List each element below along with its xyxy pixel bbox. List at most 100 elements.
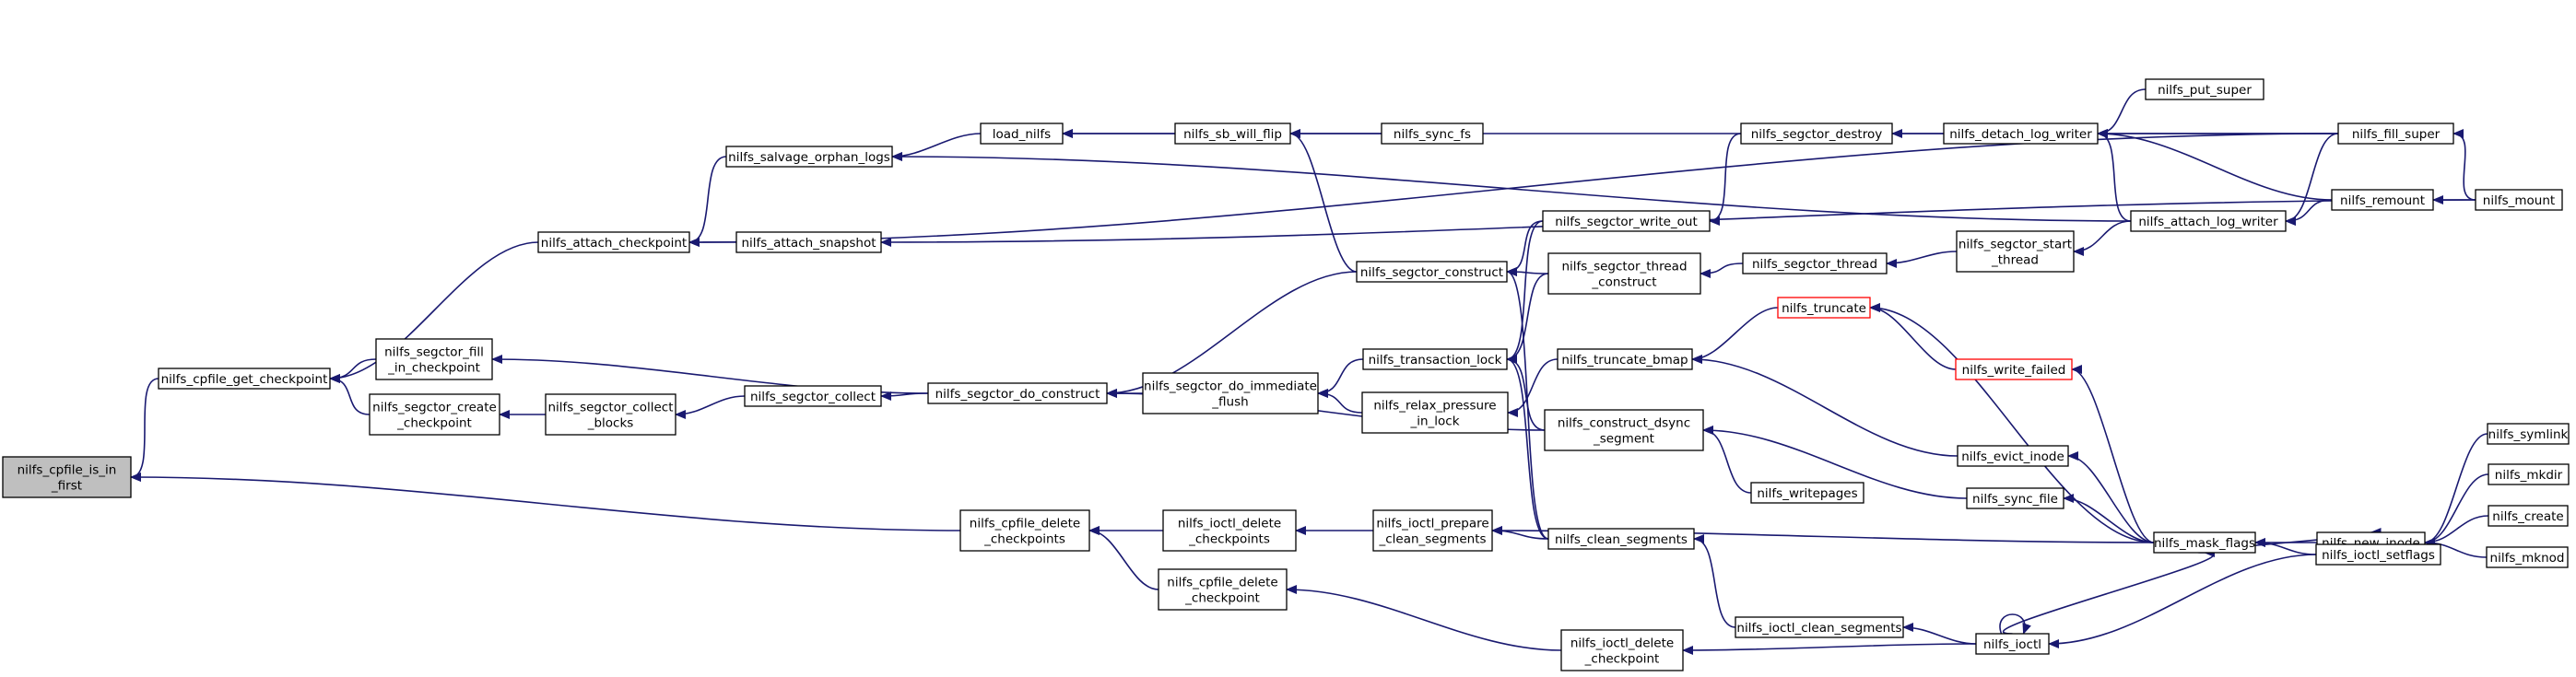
node-ioctl[interactable]: nilfs_ioctl	[1975, 633, 2050, 655]
node-label: nilfs_fill_super	[2352, 127, 2441, 142]
node-label: nilfs_mknod	[2490, 551, 2565, 566]
node-label: nilfs_segctor_write_out	[1555, 215, 1698, 229]
node-detach-log-writer[interactable]: nilfs_detach_log_writer	[1943, 123, 2099, 145]
node-relax-pressure-in-lock[interactable]: nilfs_relax_pressure_in_lock	[1361, 391, 1509, 434]
node-cpfile-delete-checkpoint[interactable]: nilfs_cpfile_delete_checkpoint	[1158, 568, 1288, 611]
node-mount[interactable]: nilfs_mount	[2475, 189, 2563, 211]
node-box	[725, 146, 893, 168]
node-ioctl-delete-checkpoints[interactable]: nilfs_ioctl_delete_checkpoints	[1162, 509, 1297, 552]
node-segctor-create-checkpoint[interactable]: nilfs_segctor_create_checkpoint	[369, 393, 500, 436]
node-segctor-collect[interactable]: nilfs_segctor_collect	[744, 385, 882, 407]
node-segctor-thread-construct[interactable]: nilfs_segctor_thread_construct	[1547, 252, 1701, 295]
node-label: load_nilfs	[993, 127, 1051, 142]
node-label: nilfs_segctor_start	[1958, 238, 2072, 252]
node-box	[735, 231, 882, 253]
node-segctor-do-construct[interactable]: nilfs_segctor_do_construct	[927, 382, 1108, 404]
node-mask-flags[interactable]: nilfs_mask_flags	[2153, 531, 2256, 554]
node-load-nilfs[interactable]: load_nilfs	[980, 123, 1064, 145]
node-construct-dsync-segment[interactable]: nilfs_construct_dsync_segment	[1544, 409, 1704, 451]
node-put-super[interactable]: nilfs_put_super	[2145, 78, 2264, 100]
edge-segctor-write-out-to-transaction-lock	[1506, 220, 1544, 364]
edge-mount-to-fill-super	[2452, 129, 2476, 201]
node-label: nilfs_cpfile_delete	[1167, 576, 1277, 590]
edge-relax-pressure-in-lock-to-segctor-do-immediate-flush	[1317, 389, 1363, 414]
edge-clean-segments-to-transaction-lock	[1506, 355, 1549, 540]
node-box	[2145, 78, 2264, 100]
node-label: nilfs_sync_fs	[1394, 127, 1471, 142]
node-ioctl-prepare-clean-segments[interactable]: nilfs_ioctl_prepare_clean_segments	[1372, 509, 1493, 552]
node-label: nilfs_ioctl_delete	[1570, 636, 1674, 651]
node-box	[375, 338, 493, 380]
node-write-failed[interactable]: nilfs_write_failed	[1955, 358, 2073, 380]
edge-segctor-create-checkpoint-to-cpfile-get-checkpoint	[329, 374, 371, 415]
node-attach-snapshot[interactable]: nilfs_attach_snapshot	[735, 231, 882, 253]
node-box	[1975, 633, 2050, 655]
node-ioctl-delete-checkpoint[interactable]: nilfs_ioctl_delete_checkpoint	[1560, 629, 1684, 671]
edge-segctor-construct-to-segctor-do-construct	[1106, 271, 1358, 398]
node-evict-inode[interactable]: nilfs_evict_inode	[1957, 445, 2069, 467]
node-transaction-lock[interactable]: nilfs_transaction_lock	[1362, 348, 1508, 370]
node-box	[2130, 210, 2287, 232]
edge-symlink-to-new-inode	[2424, 433, 2488, 547]
node-truncate-bmap[interactable]: nilfs_truncate_bmap	[1557, 348, 1693, 370]
node-clean-segments[interactable]: nilfs_clean_segments	[1547, 528, 1695, 550]
node-attach-checkpoint[interactable]: nilfs_attach_checkpoint	[537, 231, 690, 253]
node-box	[959, 509, 1090, 552]
node-mkdir[interactable]: nilfs_mkdir	[2488, 463, 2570, 485]
node-salvage-orphan-logs[interactable]: nilfs_salvage_orphan_logs	[725, 146, 893, 168]
node-cpfile-get-checkpoint[interactable]: nilfs_cpfile_get_checkpoint	[158, 368, 331, 390]
node-mknod[interactable]: nilfs_mknod	[2486, 546, 2569, 568]
node-segctor-destroy[interactable]: nilfs_segctor_destroy	[1740, 123, 1893, 145]
edge-segctor-collect-to-segctor-collect-blocks	[675, 395, 746, 419]
node-box	[1557, 348, 1693, 370]
node-cpfile-delete-checkpoints[interactable]: nilfs_cpfile_delete_checkpoints	[959, 509, 1090, 552]
node-label: _in_checkpoint	[387, 361, 480, 376]
edge-segctor-do-construct-to-segctor-collect	[880, 391, 929, 401]
edge-salvage-orphan-logs-to-attach-checkpoint	[688, 156, 727, 247]
node-create[interactable]: nilfs_create	[2488, 505, 2569, 527]
node-cpfile-is-in-first[interactable]: nilfs_cpfile_is_in_first	[2, 456, 132, 498]
edge-mask-flags-to-truncate	[1869, 303, 2155, 543]
node-symlink[interactable]: nilfs_symlink	[2487, 423, 2570, 445]
node-label: nilfs_ioctl_prepare	[1376, 517, 1488, 531]
node-sync-fs[interactable]: nilfs_sync_fs	[1381, 123, 1484, 145]
edge-ioctl-delete-checkpoint-to-cpfile-delete-checkpoint	[1286, 585, 1562, 651]
node-sync-file[interactable]: nilfs_sync_file	[1966, 487, 2064, 509]
node-segctor-write-out[interactable]: nilfs_segctor_write_out	[1542, 210, 1711, 232]
edge-mknod-to-new-inode	[2424, 538, 2488, 558]
node-label: nilfs_transaction_lock	[1369, 353, 1502, 368]
node-segctor-do-immediate-flush[interactable]: nilfs_segctor_do_immediate_flush	[1142, 372, 1319, 414]
node-remount[interactable]: nilfs_remount	[2331, 189, 2434, 211]
node-sb-will-flip[interactable]: nilfs_sb_will_flip	[1174, 123, 1291, 145]
node-segctor-thread[interactable]: nilfs_segctor_thread	[1742, 252, 1888, 274]
node-box	[2488, 505, 2569, 527]
edge-cpfile-delete-checkpoint-to-cpfile-delete-checkpoints	[1088, 526, 1159, 590]
edge-segctor-destroy-to-segctor-write-out	[1709, 133, 1742, 226]
node-label: _in_lock	[1409, 414, 1459, 429]
node-label: nilfs_segctor_destroy	[1751, 127, 1882, 142]
node-label: nilfs_mkdir	[2495, 468, 2563, 483]
node-box	[2486, 546, 2569, 568]
edge-cpfile-delete-checkpoints-to-cpfile-is-in-first	[130, 473, 961, 531]
node-fill-super[interactable]: nilfs_fill_super	[2337, 123, 2454, 145]
node-segctor-construct[interactable]: nilfs_segctor_construct	[1356, 261, 1508, 283]
node-writepages[interactable]: nilfs_writepages	[1750, 482, 1864, 504]
node-label: nilfs_ioctl_clean_segments	[1736, 621, 1901, 636]
node-label: nilfs_segctor_collect	[750, 390, 876, 404]
node-box	[2488, 463, 2570, 485]
node-label: nilfs_ioctl	[1983, 637, 2041, 652]
node-box	[1362, 348, 1508, 370]
node-box	[1560, 629, 1684, 671]
node-ioctl-setflags[interactable]: nilfs_ioctl_setflags	[2315, 543, 2441, 566]
node-segctor-start-thread[interactable]: nilfs_segctor_start_thread	[1956, 230, 2075, 273]
node-box	[1547, 252, 1701, 295]
node-truncate[interactable]: nilfs_truncate	[1777, 297, 1871, 319]
node-label: nilfs_create	[2492, 509, 2563, 524]
edge-mask-flags-to-write-failed	[2071, 365, 2155, 543]
node-segctor-collect-blocks[interactable]: nilfs_segctor_collect_blocks	[545, 393, 676, 436]
node-ioctl-clean-segments[interactable]: nilfs_ioctl_clean_segments	[1735, 616, 1904, 638]
node-segctor-fill-in-checkpoint[interactable]: nilfs_segctor_fill_in_checkpoint	[375, 338, 493, 380]
edge-segctor-write-out-to-segctor-construct	[1506, 220, 1544, 276]
node-attach-log-writer[interactable]: nilfs_attach_log_writer	[2130, 210, 2287, 232]
